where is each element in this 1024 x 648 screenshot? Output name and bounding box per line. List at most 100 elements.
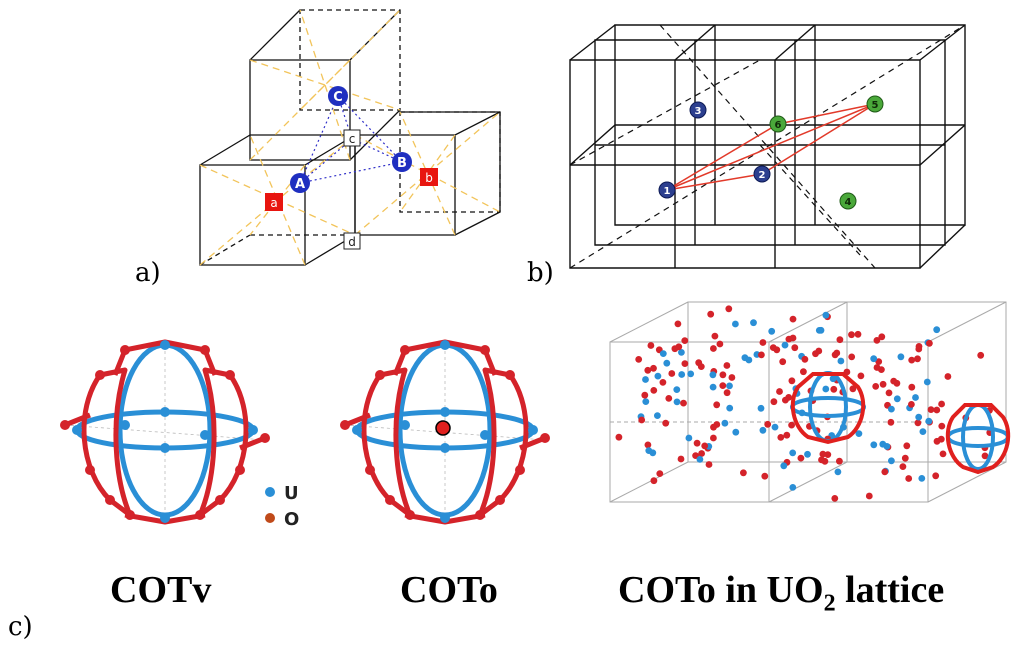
lattice-atom-u bbox=[870, 441, 878, 449]
lattice-atom-u bbox=[726, 382, 733, 390]
lattice-atom-o bbox=[824, 451, 832, 458]
lattice-atom-o bbox=[831, 495, 839, 502]
lattice-atom-o bbox=[905, 475, 913, 482]
lattice-atom-u bbox=[789, 449, 797, 457]
lattice-atom-u bbox=[732, 320, 739, 328]
lattice-atom-o bbox=[769, 344, 777, 351]
lattice-atom-o bbox=[705, 461, 713, 468]
site-2 bbox=[753, 165, 771, 183]
lattice-atom-o bbox=[927, 406, 935, 413]
lattice-atom-o bbox=[879, 380, 887, 388]
lattice-atom-o bbox=[725, 305, 733, 313]
lattice-atom-u bbox=[687, 370, 695, 378]
lattice-atom-o bbox=[716, 340, 724, 348]
lattice-atom-u bbox=[757, 404, 765, 412]
lattice-atom-u bbox=[893, 395, 901, 403]
lattice-atom-o bbox=[836, 336, 844, 344]
site-6 bbox=[769, 115, 787, 133]
lattice-atom-o bbox=[693, 439, 701, 447]
legend-u-label: U bbox=[284, 483, 299, 504]
lattice-atom-u bbox=[642, 398, 650, 405]
lattice-atom-u bbox=[685, 434, 693, 442]
lattice-atom-u bbox=[759, 426, 767, 434]
lattice-atom-o bbox=[740, 469, 747, 477]
lattice-atom-o bbox=[615, 433, 623, 441]
lattice-atom-u bbox=[673, 398, 681, 406]
lattice-atom-u bbox=[696, 456, 704, 463]
coto-lattice bbox=[609, 301, 1011, 503]
legend-u-marker bbox=[265, 487, 275, 497]
lattice-atom-o bbox=[788, 421, 795, 429]
lattice-atom-u bbox=[897, 353, 905, 361]
lattice-atom-o bbox=[791, 344, 799, 352]
lattice-atom-u bbox=[781, 341, 789, 349]
lattice-atom-o bbox=[650, 387, 658, 394]
lattice-atom-o bbox=[914, 355, 921, 363]
site-atom-label-b: B bbox=[397, 156, 407, 171]
lattice-atom-o bbox=[681, 360, 689, 367]
site-1-label: 1 bbox=[664, 186, 671, 197]
lattice-atom-o bbox=[830, 385, 838, 393]
panel-a-label: a) bbox=[135, 258, 161, 288]
site-6-label: 6 bbox=[775, 120, 782, 131]
central-oxygen bbox=[435, 420, 451, 436]
lattice-atom-u bbox=[654, 412, 661, 419]
lattice-atom-o bbox=[662, 419, 670, 427]
panel-b-label: b) bbox=[527, 258, 554, 288]
lattice-atom-o bbox=[710, 434, 717, 442]
lattice-atom-u bbox=[673, 386, 681, 393]
lattice-atom-o bbox=[665, 395, 673, 402]
lattice-atom-o bbox=[723, 362, 731, 369]
lattice-atom-u bbox=[822, 385, 830, 393]
lattice-atom-o bbox=[878, 366, 885, 373]
lattice-atom-o bbox=[674, 320, 682, 328]
lattice-atom-o bbox=[710, 345, 717, 352]
lattice-atom-u bbox=[925, 417, 933, 425]
lattice-atom-u bbox=[745, 356, 753, 364]
lattice-atom-o bbox=[779, 358, 787, 366]
site-4 bbox=[839, 192, 857, 210]
site-square-c bbox=[343, 129, 361, 147]
lattice-atom-o bbox=[644, 366, 652, 374]
lattice-atom-o bbox=[848, 353, 856, 361]
lattice-atom-o bbox=[908, 356, 916, 364]
site-square-b bbox=[420, 168, 438, 186]
lattice-atom-o bbox=[933, 406, 941, 414]
panel-a-diagram: a b c d A B C bbox=[199, 9, 501, 266]
lattice-atom-o bbox=[873, 337, 881, 344]
lattice-atom-o bbox=[932, 472, 940, 480]
lattice-atom-u bbox=[815, 327, 823, 334]
lattice-atom-o bbox=[701, 442, 709, 450]
lattice-atom-o bbox=[819, 450, 827, 458]
caption-cotv: COTv bbox=[110, 569, 212, 611]
site-label-c: c bbox=[349, 132, 356, 146]
caption-lattice-suffix: lattice bbox=[835, 569, 945, 611]
lattice-atom-o bbox=[719, 371, 727, 379]
lattice-atom-u bbox=[659, 350, 667, 357]
caption-lattice-prefix: COTo in UO bbox=[618, 569, 824, 611]
lattice-atom-o bbox=[977, 351, 985, 359]
lattice-atom-o bbox=[707, 310, 715, 318]
site-atom-a bbox=[290, 173, 310, 193]
coto-cluster bbox=[340, 339, 550, 525]
lattice-atom-o bbox=[789, 315, 797, 323]
site-square-a bbox=[265, 193, 283, 211]
lattice-atom-o bbox=[890, 377, 898, 385]
lattice-atom-o bbox=[937, 435, 945, 443]
lattice-atom-o bbox=[872, 383, 880, 390]
lattice-atom-o bbox=[785, 394, 793, 401]
lattice-atom-o bbox=[887, 418, 895, 426]
lattice-atom-o bbox=[885, 389, 893, 397]
lattice-atom-o bbox=[764, 420, 772, 428]
lattice-atom-u bbox=[709, 383, 717, 391]
lattice-atom-u bbox=[883, 443, 891, 450]
lattice-atom-o bbox=[848, 331, 855, 339]
lattice-atom-o bbox=[650, 477, 658, 485]
lattice-atom-o bbox=[644, 441, 652, 449]
site-label-b: b bbox=[425, 171, 433, 185]
lattice-atom-o bbox=[800, 368, 807, 376]
lattice-atom-u bbox=[933, 326, 941, 334]
lattice-atom-o bbox=[938, 422, 946, 430]
lattice-atom-u bbox=[870, 355, 878, 363]
site-4-label: 4 bbox=[845, 197, 852, 208]
